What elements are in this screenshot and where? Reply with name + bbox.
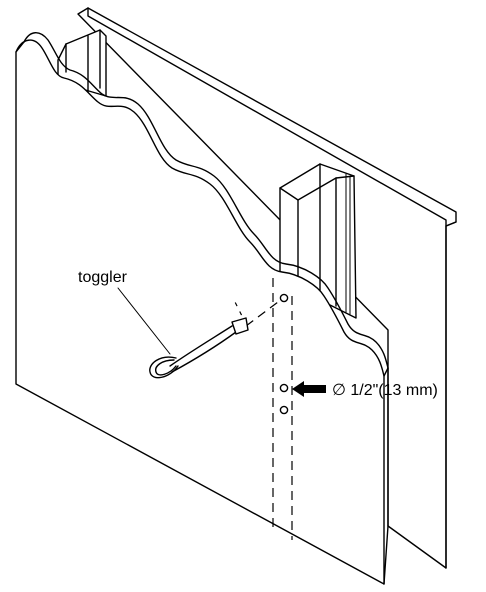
hole-lower xyxy=(279,405,289,415)
toggler-label: toggler xyxy=(78,269,128,286)
hole-size-label: ∅ 1/2"(13 mm) xyxy=(332,382,438,399)
hole-upper xyxy=(279,293,289,303)
hidden-stud-outline xyxy=(272,278,293,540)
hole-middle xyxy=(279,383,289,393)
toggler-leader-line xyxy=(117,287,171,355)
toggler-anchor xyxy=(117,287,279,379)
arrow-right-icon xyxy=(292,381,326,397)
drill-holes xyxy=(279,293,289,415)
